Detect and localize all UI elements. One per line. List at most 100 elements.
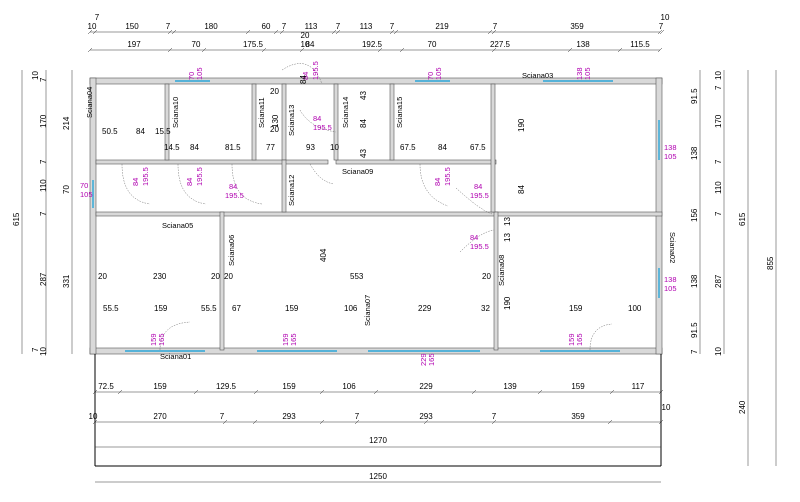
opening-height: 165: [157, 333, 166, 346]
dimension-tick: [222, 419, 228, 425]
dim-label: 72.5: [98, 382, 114, 391]
opening-width: 138: [575, 67, 584, 80]
wall-label-sciana14: Sciana14: [341, 97, 350, 128]
dimension-tick: [491, 29, 497, 35]
wall-label-sciana04: Sciana04: [85, 87, 94, 118]
wall-label-sciana15: Sciana15: [395, 97, 404, 128]
dim-label: 10: [39, 347, 48, 356]
wall-label-sciana02: Sciana02: [668, 232, 677, 263]
dim-label: 70: [192, 40, 201, 49]
dim-label: 138: [690, 274, 699, 288]
dimension-tick: [319, 419, 325, 425]
dim-label: 84: [359, 119, 368, 128]
dimension-tick: [657, 29, 663, 35]
opening-width: 84: [185, 178, 194, 186]
dim-label: 170: [714, 114, 723, 128]
dimension-tick: [331, 29, 337, 35]
opening-height: 105: [80, 190, 93, 199]
opening-height: 105: [583, 67, 592, 80]
dim-label: 190: [517, 118, 526, 132]
dim-label: 70: [62, 185, 71, 194]
dim-label: 117: [632, 382, 645, 391]
dimension-tick: [393, 29, 399, 35]
dim-label: 93: [306, 143, 315, 152]
dim-label: 84: [190, 143, 199, 152]
dim-label: 553: [350, 272, 364, 281]
top-dimension-chain-2: 197 70 175.5 84 192.5 70 227.5 138 115.5: [90, 40, 660, 51]
wall-label-sciana11: Sciana11: [257, 97, 266, 128]
wall-label-sciana13: Sciana13: [287, 105, 296, 136]
dim-label: 130: [271, 114, 280, 128]
dimension-tick: [373, 389, 379, 395]
opening-height: 105: [664, 152, 677, 161]
opening-width: 84: [301, 72, 310, 80]
dimension-tick: [92, 29, 98, 35]
dim-label: 175.5: [243, 40, 264, 49]
dim-label: 190: [503, 296, 512, 310]
dim-label: 10: [31, 71, 40, 80]
dim-label: 115.5: [630, 40, 650, 49]
dim-label: 139: [503, 382, 517, 391]
dimension-tick: [167, 29, 173, 35]
dimension-tick: [567, 47, 573, 53]
opening-width: 84: [474, 182, 482, 191]
opening-height: 105: [664, 284, 677, 293]
dimension-tick: [658, 419, 664, 425]
dim-label: 10: [714, 347, 723, 356]
dim-label: 230: [153, 272, 167, 281]
dim-label: 1250: [369, 472, 387, 481]
dim-label: 150: [125, 22, 139, 31]
dim-label: 67.5: [400, 143, 416, 152]
dim-label: 229: [419, 382, 433, 391]
opening-height: 105: [195, 67, 204, 80]
wall-labels: Sciana01 Sciana02 Sciana03 Sciana04 Scia…: [85, 71, 677, 361]
dim-label: 20: [224, 272, 233, 281]
dim-label: 7: [714, 85, 723, 90]
wall-label-sciana09: Sciana09: [342, 167, 373, 176]
dim-label: 7: [166, 22, 171, 31]
dim-label: 7: [39, 77, 48, 82]
opening-width: 159: [567, 333, 576, 346]
dim-label: 227.5: [490, 40, 511, 49]
dim-label: 77: [266, 143, 275, 152]
dim-label: 404: [319, 248, 328, 262]
terrace-outline: [94, 354, 662, 467]
opening-width: 159: [281, 333, 290, 346]
bottom-dimension-chains: 72.5 159 129.5 159 106 229 139 159 117 1…: [89, 382, 671, 483]
dim-label: 106: [344, 304, 358, 313]
dim-label: 20: [270, 125, 279, 134]
dimension-tick: [92, 389, 98, 395]
dim-label: 359: [570, 22, 584, 31]
dim-label: 20: [270, 87, 279, 96]
dimension-tick: [335, 29, 341, 35]
opening-height: 195.5: [195, 167, 204, 186]
dim-label: 67: [232, 304, 241, 313]
dim-label: 855: [766, 256, 775, 270]
dim-label: 113: [305, 22, 318, 31]
dimension-tick: [92, 419, 98, 425]
dimension-tick: [399, 47, 405, 53]
dim-label: 293: [419, 412, 433, 421]
dim-label: 331: [62, 274, 71, 288]
dim-label: 159: [571, 382, 585, 391]
dimension-tick: [273, 29, 279, 35]
dim-label: 159: [154, 304, 168, 313]
opening-width: 84: [131, 178, 140, 186]
dim-label: 615: [738, 212, 747, 226]
dim-label: 84: [136, 127, 145, 136]
dimension-tick: [487, 29, 493, 35]
opening-labels: 70 105 84 195.5 70 105 138 105 84 195.5 …: [80, 61, 677, 366]
dimension-tick: [299, 47, 305, 53]
dim-label: 7: [39, 211, 48, 216]
dim-label: 7: [714, 211, 723, 216]
dim-label: 91.5: [690, 88, 699, 104]
dim-label: 10: [301, 40, 310, 49]
opening-width: 84: [470, 233, 478, 242]
opening-width: 138: [664, 275, 677, 284]
dim-label: 159: [285, 304, 299, 313]
opening-height: 195.5: [225, 191, 244, 200]
dim-label: 10: [662, 403, 671, 412]
dim-label: 214: [62, 116, 71, 130]
opening-height: 195.5: [313, 123, 332, 132]
